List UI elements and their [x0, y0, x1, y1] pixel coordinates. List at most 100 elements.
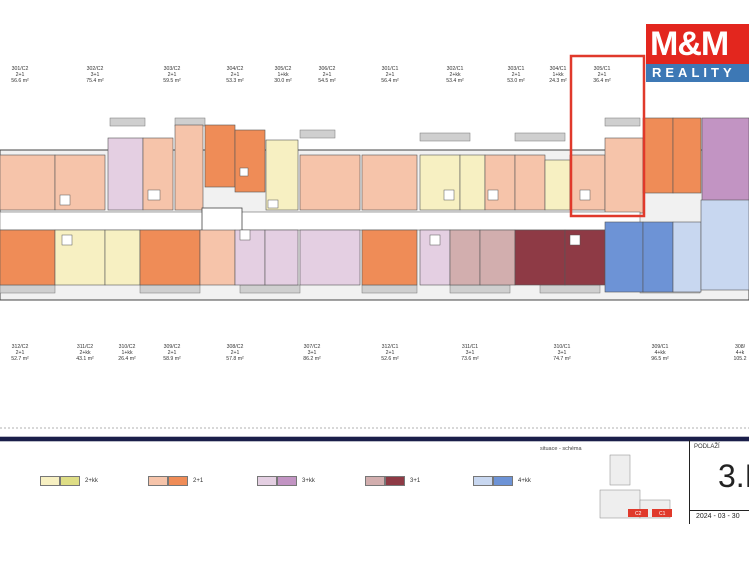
- unit-top-7: [265, 139, 299, 211]
- bathroom: [147, 189, 161, 201]
- unit-top-2: [107, 137, 144, 211]
- unit-area: 30.0 m²: [274, 78, 292, 85]
- unit-top-12: [484, 154, 516, 211]
- legend-swatch: [40, 476, 60, 486]
- bathroom: [429, 234, 441, 246]
- unit-code: 307/C2: [303, 344, 321, 350]
- floor-info-box: PODLAŽÍ 3.N 2024 - 03 - 30: [689, 440, 749, 524]
- unit-bottom-10: [449, 229, 481, 286]
- unit-area: 53.0 m²: [507, 78, 525, 85]
- unit-bottom-12: [514, 229, 566, 286]
- logo-reality: REALITY: [646, 64, 749, 82]
- unit-layout: 2+1: [385, 72, 395, 79]
- unit-top-5: [204, 124, 236, 188]
- unit-layout: 2+1: [167, 350, 177, 357]
- floor-title: PODLAŽÍ: [694, 444, 720, 450]
- unit-code: 310/C1: [553, 344, 571, 350]
- unit-area: 52.7 m²: [11, 356, 29, 363]
- unit-area: 75.4 m²: [86, 78, 104, 85]
- unit-layout: 2+kk: [449, 72, 461, 79]
- unit-area: 52.6 m²: [381, 356, 399, 363]
- balcony: [0, 284, 56, 294]
- bathroom: [443, 189, 455, 201]
- unit-area: 96.5 m²: [651, 356, 669, 363]
- unit-top-6: [234, 129, 266, 193]
- unit-bottom-0: [0, 229, 56, 286]
- stair-core: [201, 207, 243, 235]
- bathroom: [267, 199, 279, 209]
- unit-area: 57.8 m²: [226, 356, 244, 363]
- unit-bottom-3: [139, 229, 201, 286]
- legend-swatch: [257, 476, 277, 486]
- unit-code: 302/C1: [446, 66, 464, 72]
- site-block-label: C2: [635, 511, 642, 517]
- unit-layout: 4+kk: [654, 350, 666, 357]
- bathroom: [61, 234, 73, 246]
- unit-code: 308/C2: [226, 344, 244, 350]
- site-block-C1: [652, 509, 672, 517]
- corridor: [0, 211, 641, 231]
- unit-area: 24.3 m²: [549, 78, 567, 85]
- unit-area: 53.3 m²: [226, 78, 244, 85]
- situace-label: situace - schéma: [540, 446, 582, 452]
- unit-top-9: [361, 154, 418, 211]
- bathroom: [569, 234, 581, 246]
- unit-code: 305/C2: [274, 66, 292, 72]
- legend-swatch: [473, 476, 493, 486]
- unit-area: 73.6 m²: [461, 356, 479, 363]
- unit-code: 308/: [734, 344, 746, 350]
- balcony: [109, 117, 146, 127]
- bathroom: [579, 189, 591, 201]
- unit-top-8: [299, 154, 361, 211]
- unit-top-10: [419, 154, 461, 211]
- balcony: [419, 132, 471, 142]
- unit-area: 59.5 m²: [163, 78, 181, 85]
- unit-layout: 1+kk: [121, 350, 133, 357]
- unit-top-19: [701, 117, 749, 209]
- unit-top-4: [174, 124, 204, 211]
- unit-bottom-16: [672, 221, 702, 293]
- bathroom: [487, 189, 499, 201]
- legend-swatch: [168, 476, 188, 486]
- bathroom: [239, 167, 249, 177]
- unit-code: 305/C1: [593, 66, 611, 72]
- unit-top-16: [604, 137, 644, 214]
- unit-bottom-8: [361, 229, 418, 286]
- unit-layout: 3+1: [465, 350, 475, 357]
- unit-layout: 2+1: [230, 350, 240, 357]
- balcony: [604, 117, 641, 127]
- balcony: [539, 284, 601, 294]
- site-block-label: C1: [659, 511, 666, 517]
- unit-area: 43.1 m²: [76, 356, 94, 363]
- legend-swatch: [148, 476, 168, 486]
- unit-layout: 2+1: [511, 72, 521, 79]
- unit-code: 304/C2: [226, 66, 244, 72]
- legend-swatch: [365, 476, 385, 486]
- unit-layout: 2+1: [15, 72, 25, 79]
- legend-item: 2+1: [148, 476, 203, 486]
- unit-code: 302/C2: [86, 66, 104, 72]
- balcony: [239, 284, 301, 294]
- title-band: [0, 436, 749, 442]
- unit-top-13: [514, 154, 546, 211]
- unit-layout: 2+kk: [79, 350, 91, 357]
- unit-bottom-15: [642, 221, 674, 293]
- unit-layout: 4+k: [735, 350, 745, 357]
- legend-label: 2+1: [193, 478, 204, 484]
- bathroom: [239, 229, 251, 241]
- legend-label: 3+1: [410, 478, 421, 484]
- site-building: [599, 489, 641, 519]
